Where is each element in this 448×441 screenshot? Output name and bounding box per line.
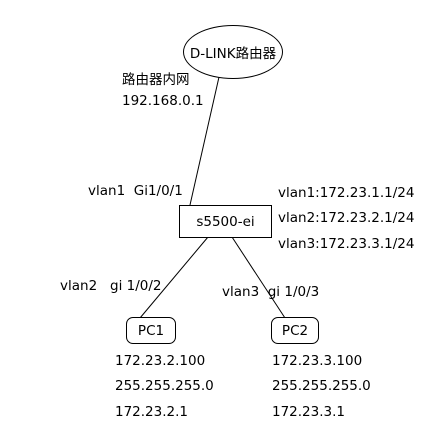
router-switch-link (189, 76, 220, 206)
pc1-ip: 172.23.2.100 (115, 353, 206, 369)
switch-pc2-link (231, 236, 286, 319)
router-name: D-LINK路由器 (189, 46, 277, 62)
switch-vlan1-ip: vlan1:172.23.1.1/24 (278, 185, 415, 201)
router-lan-ip: 192.168.0.1 (122, 93, 204, 109)
pc2-ip: 172.23.3.100 (272, 353, 363, 369)
pc1-gateway: 172.23.2.1 (115, 404, 188, 420)
router-lan-label: 路由器内网 (122, 72, 190, 88)
pc2-name: PC2 (281, 322, 309, 339)
switch-name: s5500-ei (196, 213, 255, 230)
pc1-name: PC1 (137, 322, 165, 339)
switch-vlan3-ip: vlan3:172.23.3.1/24 (278, 236, 415, 252)
switch-uplink-label: vlan1 Gi1/0/1 (88, 183, 183, 199)
switch-pc1-link (139, 236, 209, 319)
pc2-link-label: vlan3 gi 1/0/3 (222, 284, 320, 300)
pc2-node: PC2 (271, 317, 319, 344)
router-node: D-LINK路由器 (183, 25, 283, 79)
pc2-gateway: 172.23.3.1 (272, 404, 345, 420)
pc1-link-label: vlan2 gi 1/0/2 (60, 278, 162, 294)
switch-vlan2-ip: vlan2:172.23.2.1/24 (278, 210, 415, 226)
pc1-node: PC1 (126, 317, 176, 344)
pc2-mask: 255.255.255.0 (272, 378, 371, 394)
pc1-mask: 255.255.255.0 (115, 378, 214, 394)
switch-node: s5500-ei (179, 205, 272, 238)
